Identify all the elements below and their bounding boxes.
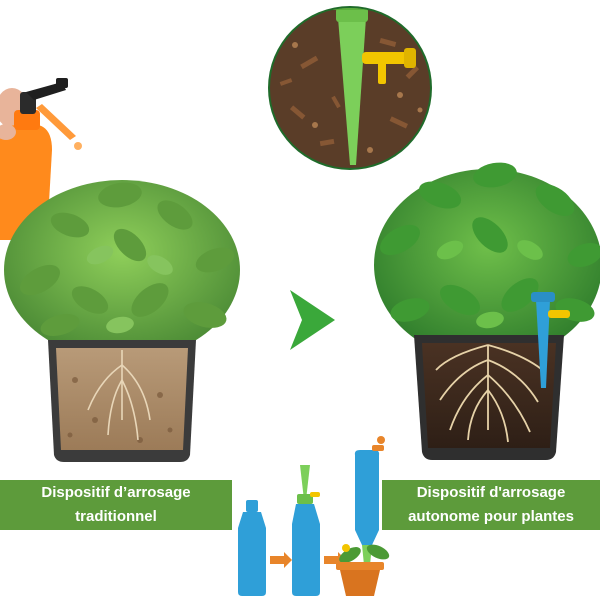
- banner-right-line2: autonome pour plantes: [408, 508, 574, 525]
- flower-pot-icon: [336, 544, 390, 596]
- traditional-device-banner: Dispositif d’arrosage traditionnel: [0, 480, 232, 530]
- left-roots: [87, 350, 151, 441]
- bottle-icon: [292, 465, 320, 596]
- autonomous-device-banner: Dispositif d'arrosage autonome pour plan…: [382, 480, 600, 530]
- left-pot: [48, 340, 196, 462]
- bottle-icon: [238, 500, 266, 596]
- banner-left-line2: traditionnel: [75, 508, 157, 525]
- banner-right-line1: Dispositif d'arrosage: [416, 484, 566, 501]
- step-arrow-icon: [270, 552, 292, 568]
- watering-spike-icon: [338, 18, 366, 165]
- bottle-sequence: [238, 436, 390, 596]
- watering-spike-icon: [531, 292, 570, 388]
- inset-spike-detail: [268, 6, 432, 170]
- right-plant-foliage: [374, 162, 600, 361]
- banner-left-line1: Dispositif d’arrosage: [41, 484, 191, 501]
- left-plant-foliage: [4, 180, 240, 360]
- right-pot: [414, 292, 570, 460]
- valve-icon: [362, 52, 408, 64]
- next-arrow-icon: [290, 290, 335, 350]
